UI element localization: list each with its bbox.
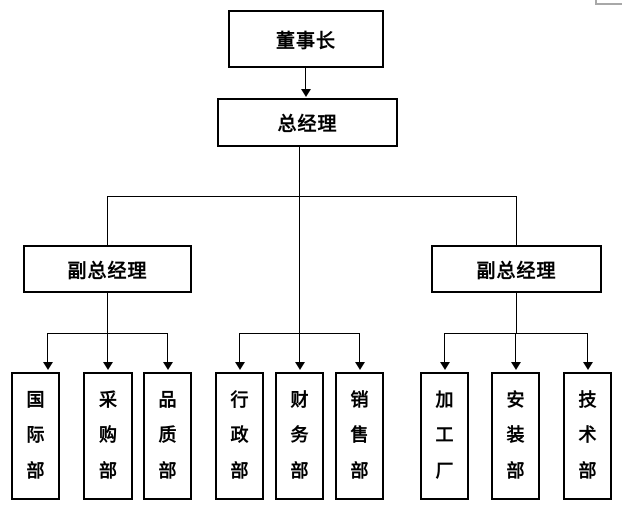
org-node-label-char: 品 <box>158 389 177 411</box>
org-node-label-char: 部 <box>158 460 177 482</box>
org-node-dept-international: 国际部 <box>11 372 60 500</box>
edge-artifact <box>595 3 622 5</box>
arrow-down-icon <box>440 362 450 370</box>
connector-gm-spine <box>299 147 300 334</box>
org-node-label-char: 务 <box>290 425 309 446</box>
arrow-down-icon <box>355 362 365 370</box>
connector-drop-dept <box>239 333 240 363</box>
org-node-label-char: 采 <box>99 389 117 411</box>
connector-rail-right-group <box>444 333 588 334</box>
org-node-label-char: 部 <box>99 460 117 482</box>
org-node-label-char: 加 <box>435 389 454 411</box>
arrow-down-icon <box>583 362 593 370</box>
org-node-dept-administration: 行政部 <box>215 372 264 500</box>
org-node-label-char: 国 <box>26 389 45 411</box>
org-node-label-char: 政 <box>230 425 249 446</box>
org-node-label: 董事长 <box>275 29 336 52</box>
connector-deputy-right-stem <box>516 293 517 334</box>
connector-drop-dept <box>107 333 108 363</box>
arrow-down-icon <box>295 362 305 370</box>
org-node-label-char: 厂 <box>435 460 454 482</box>
connector-drop-deputy-left <box>107 196 108 245</box>
org-node-dept-sales: 销售部 <box>335 372 384 500</box>
org-node-label-char: 行 <box>230 389 249 411</box>
org-node-dept-technology: 技术部 <box>563 372 612 500</box>
org-node-label-char: 装 <box>506 425 525 446</box>
org-node-label-char: 售 <box>350 425 369 446</box>
edge-artifact <box>595 0 597 5</box>
org-node-label-char: 部 <box>578 460 597 482</box>
org-node-deputy-gm-left: 副总经理 <box>23 245 192 293</box>
arrow-down-icon <box>103 362 113 370</box>
org-node-label-char: 部 <box>350 460 369 482</box>
arrow-down-icon <box>511 362 521 370</box>
connector-drop-dept <box>167 333 168 363</box>
org-node-general-manager: 总经理 <box>217 98 398 147</box>
connector-drop-dept <box>359 333 360 363</box>
org-node-label-char: 部 <box>506 460 525 482</box>
org-node-label-char: 购 <box>99 425 117 446</box>
connector-drop-dept <box>299 333 300 363</box>
org-node-label-char: 术 <box>578 425 597 446</box>
org-node-dept-purchasing: 采购部 <box>83 372 133 500</box>
connector-drop-dept <box>47 333 48 363</box>
org-node-label-char: 销 <box>350 389 369 411</box>
org-node-label-char: 工 <box>435 425 454 446</box>
arrow-down-icon <box>163 362 173 370</box>
org-node-label-char: 部 <box>290 460 309 482</box>
org-node-dept-finance: 财务部 <box>275 372 324 500</box>
org-node-label-char: 部 <box>26 460 45 482</box>
org-node-dept-installation: 安装部 <box>491 372 540 500</box>
connector-drop-deputy-right <box>516 196 517 245</box>
connector-drop-dept <box>515 333 516 363</box>
org-node-label-char: 安 <box>506 389 525 411</box>
connector-rail-deputies <box>107 196 517 197</box>
org-node-label-char: 部 <box>230 460 249 482</box>
connector-chairman-gm <box>305 68 306 90</box>
org-node-deputy-gm-right: 副总经理 <box>431 245 602 293</box>
connector-drop-dept <box>444 333 445 363</box>
org-node-label-char: 质 <box>158 425 177 446</box>
org-node-chairman: 董事长 <box>228 10 384 68</box>
org-node-label-char: 技 <box>578 389 597 411</box>
org-node-label: 副总经理 <box>67 259 148 282</box>
org-node-label-char: 际 <box>26 425 45 446</box>
org-node-dept-processing-plant: 加工厂 <box>420 372 469 500</box>
org-node-label: 总经理 <box>277 113 338 135</box>
connector-drop-dept <box>587 333 588 363</box>
arrow-down-icon <box>43 362 53 370</box>
arrow-down-icon <box>301 89 311 97</box>
org-node-dept-quality: 品质部 <box>143 372 192 500</box>
connector-deputy-left-stem <box>107 293 108 334</box>
org-node-label-char: 财 <box>290 389 309 411</box>
org-node-label: 副总经理 <box>476 259 557 282</box>
arrow-down-icon <box>235 362 245 370</box>
